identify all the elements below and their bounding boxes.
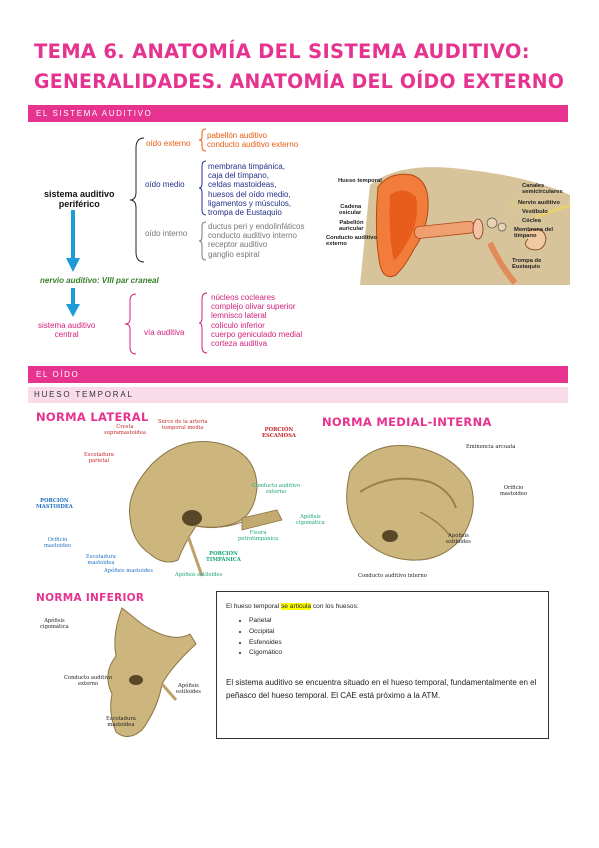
nl-label-porcion-escamosa: PORCIÓN ESCAMOSA [262,427,296,439]
branch-oido-externo: oído externo [146,139,191,148]
norma-inferior-title: NORMA INFERIOR [36,592,145,604]
temporal-bone-medial-illustration [346,445,474,561]
nl-label-porcion-timpanica: PORCIÓN TIMPÁNICA [206,551,241,563]
bones-list: Parietal Occipital Esfenoides Cigomático [235,616,282,659]
nl-label-apofisis-cigomatica: Apófisis cigomática [296,514,325,526]
list-item: Occipital [249,627,282,638]
nl-label-escotadura-parietal: Escotadura parietal [84,452,114,464]
subsection-hueso-temporal: HUESO TEMPORAL [28,387,568,403]
ear-label-cadena: Cadena osicular [339,204,362,217]
ear-label-nervio: Nervio auditivo [518,200,560,206]
ear-label-conducto: Conducto auditivo externo [326,235,377,248]
ear-anatomy-illustration [330,165,571,285]
nm-label-eminencia: Eminencia arcuata [466,444,516,450]
nl-label-conducto: Conducto auditivo externo [252,483,301,495]
brace-externo [198,128,207,152]
ear-label-coclea: Cóclea [522,218,542,224]
branch-oido-medio: oído medio [145,180,185,189]
ear-label-vestibulo: Vestíbulo [522,209,548,215]
ear-label-trompa: Trompa de Eustaquio [512,258,542,271]
list-item: Parietal [249,616,282,627]
info-paragraph: El sistema auditivo se encuentra situado… [226,678,537,700]
central-label: sistema auditivo central [38,321,96,340]
nl-label-apofisis-estiloides: Apófisis estiloides [175,572,223,578]
page-title-line-2: GENERALIDADES. ANATOMÍA DEL OÍDO EXTERNO [34,70,565,93]
list-item: Esfenoides [249,638,282,649]
ear-label-canales: Canales semicirculares [522,183,563,196]
temporal-bone-lateral-illustration [128,441,283,577]
ear-label-hueso-temporal: Hueso temporal [338,178,382,184]
brace-central [124,293,137,355]
nm-label-orificio: Orificio mastoideo [500,485,528,497]
norma-medial-title: NORMA MEDIAL-INTERNA [322,415,492,429]
via-label: vía auditiva [144,328,185,337]
nl-label-fisura: Fisura petrotimpánica [238,530,279,542]
ni-label-conducto: Conducto auditivo externo [64,675,113,687]
brace-interno [198,221,207,261]
nl-label-apofisis-mastoides: Apófisis mastoides [104,568,153,574]
info-intro: El hueso temporal se articula con los hu… [226,603,359,610]
ear-label-membrana: Membrana del tímpano [514,227,553,240]
nm-label-conducto: Conducto auditivo interno [358,573,427,579]
brace-peripheral [129,137,145,263]
arrow-down-icon-2 [66,288,80,317]
temporal-bone-inferior-illustration [107,607,197,737]
list-item: Cigomático [249,648,282,659]
page-title-line-1: TEMA 6. ANATOMÍA DEL SISTEMA AUDITIVO: [34,40,530,63]
nl-label-porcion-mastoidea: PORCIÓN MASTOIDEA [36,498,73,510]
nl-label-escotadura-mastoidea: Escotadura mastoidea [86,554,116,566]
via-items: núcleos cocleares complejo olivar superi… [211,293,303,349]
section-bar-sistema-auditivo: EL SISTEMA AUDITIVO [28,105,568,122]
nl-label-surco: Surco de la arteria temporal media [158,419,208,431]
section-bar-oido: EL OÍDO [28,366,568,383]
arrow-down-icon-1 [66,210,80,272]
brace-medio [198,160,207,216]
nl-label-cresta: Cresta supramastoidea [104,424,146,436]
interno-items: ductus peri y endolinfáticos conducto au… [208,222,305,259]
peripheral-label: sistema auditivo periférico [44,189,115,209]
nerve-label: nervio auditivo: VIII par craneal [40,276,159,285]
nm-label-apofisis: Apófisis estiloides [446,533,471,545]
norma-lateral-title: NORMA LATERAL [36,410,149,424]
ni-label-escotadura: Escotadura mastoidea [106,716,136,728]
ni-label-cigomatica: Apófisis cigomática [40,618,69,630]
brace-via [198,292,208,354]
info-box: El hueso temporal se articula con los hu… [216,591,549,739]
nl-label-orificio: Orificio mastoideo [44,537,72,549]
externo-items: pabellón auditivo conducto auditivo exte… [207,131,299,150]
ni-label-estiloides: Apófisis estiloides [176,683,201,695]
branch-oido-interno: oído interno [145,229,188,238]
medio-items: membrana timpánica, caja del tímpano, ce… [208,162,292,218]
ear-label-pabellon: Pabellón auricular [339,220,364,233]
